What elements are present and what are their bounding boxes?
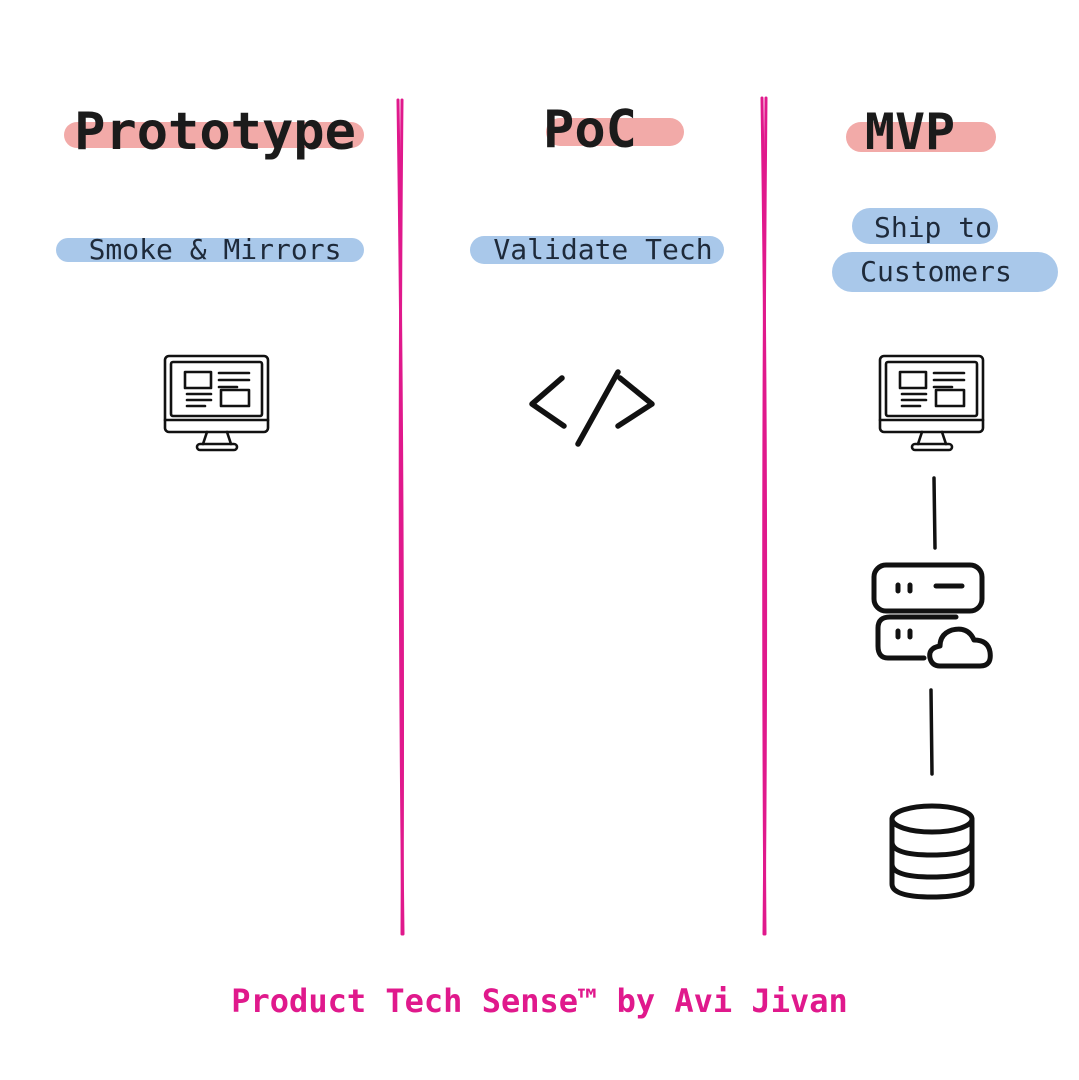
mvp-subtitle-line-1: Ship to [873,211,992,244]
mvp-subtitle-highlight-2 [832,252,1058,292]
prototype-title: Prototype [74,102,356,162]
desktop-monitor-icon-mvp [878,354,985,452]
divider-left [396,98,405,936]
divider-right [760,96,768,936]
code-brackets-icon [529,369,655,447]
prototype-title-highlight [64,122,364,148]
mvp-title: MVP [864,103,956,161]
mvp-title-highlight [846,122,996,152]
prototype-subtitle: Smoke & Mirrors [88,233,342,266]
desktop-monitor-icon [163,354,270,452]
footer-credit: Product Tech Sense™ by Avi Jivan [231,982,848,1020]
database-icon [889,803,975,900]
server-cloud-icon [871,562,993,669]
poc-title: PoC [543,100,637,160]
poc-subtitle: Validate Tech [493,233,713,266]
mvp-subtitle-highlight-1 [852,208,998,244]
mvp-subtitle-line-2: Customers [860,255,1012,288]
prototype-subtitle-highlight [56,238,364,262]
connector-line-1 [932,476,937,550]
poc-title-highlight [546,118,684,146]
poc-subtitle-highlight [470,236,724,264]
connector-line-2 [929,688,934,776]
